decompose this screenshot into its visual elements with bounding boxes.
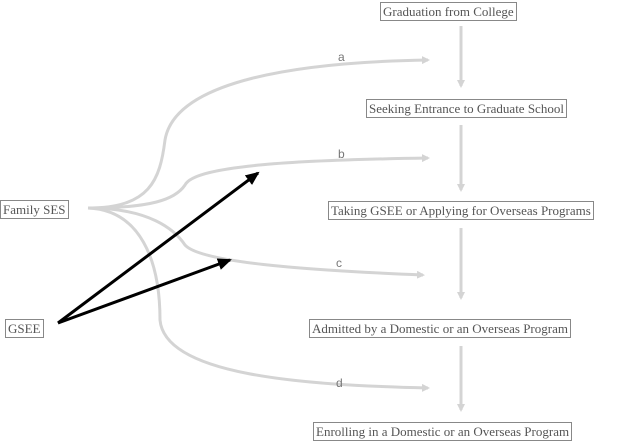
node-admitted: Admitted by a Domestic or an Overseas Pr… [309, 319, 571, 338]
gsee-arrow-to-b [57, 171, 260, 325]
path-label-c: c [336, 256, 342, 270]
path-label-b: b [338, 147, 345, 161]
ses-path-a [87, 56, 430, 210]
node-seeking: Seeking Entrance to Graduate School [366, 99, 567, 118]
path-label-a: a [338, 50, 345, 64]
node-gsee: GSEE [5, 319, 44, 338]
node-family-ses: Family SES [0, 200, 69, 219]
ses-path-c [87, 206, 425, 279]
node-enrolling: Enrolling in a Domestic or an Overseas P… [313, 422, 573, 441]
node-graduation: Graduation from College [380, 2, 517, 21]
gsee-arrow-to-c [57, 258, 232, 325]
ses-path-d [87, 206, 430, 392]
ses-path-b [87, 154, 430, 210]
path-label-d: d [336, 376, 343, 390]
node-taking: Taking GSEE or Applying for Overseas Pro… [328, 201, 594, 220]
